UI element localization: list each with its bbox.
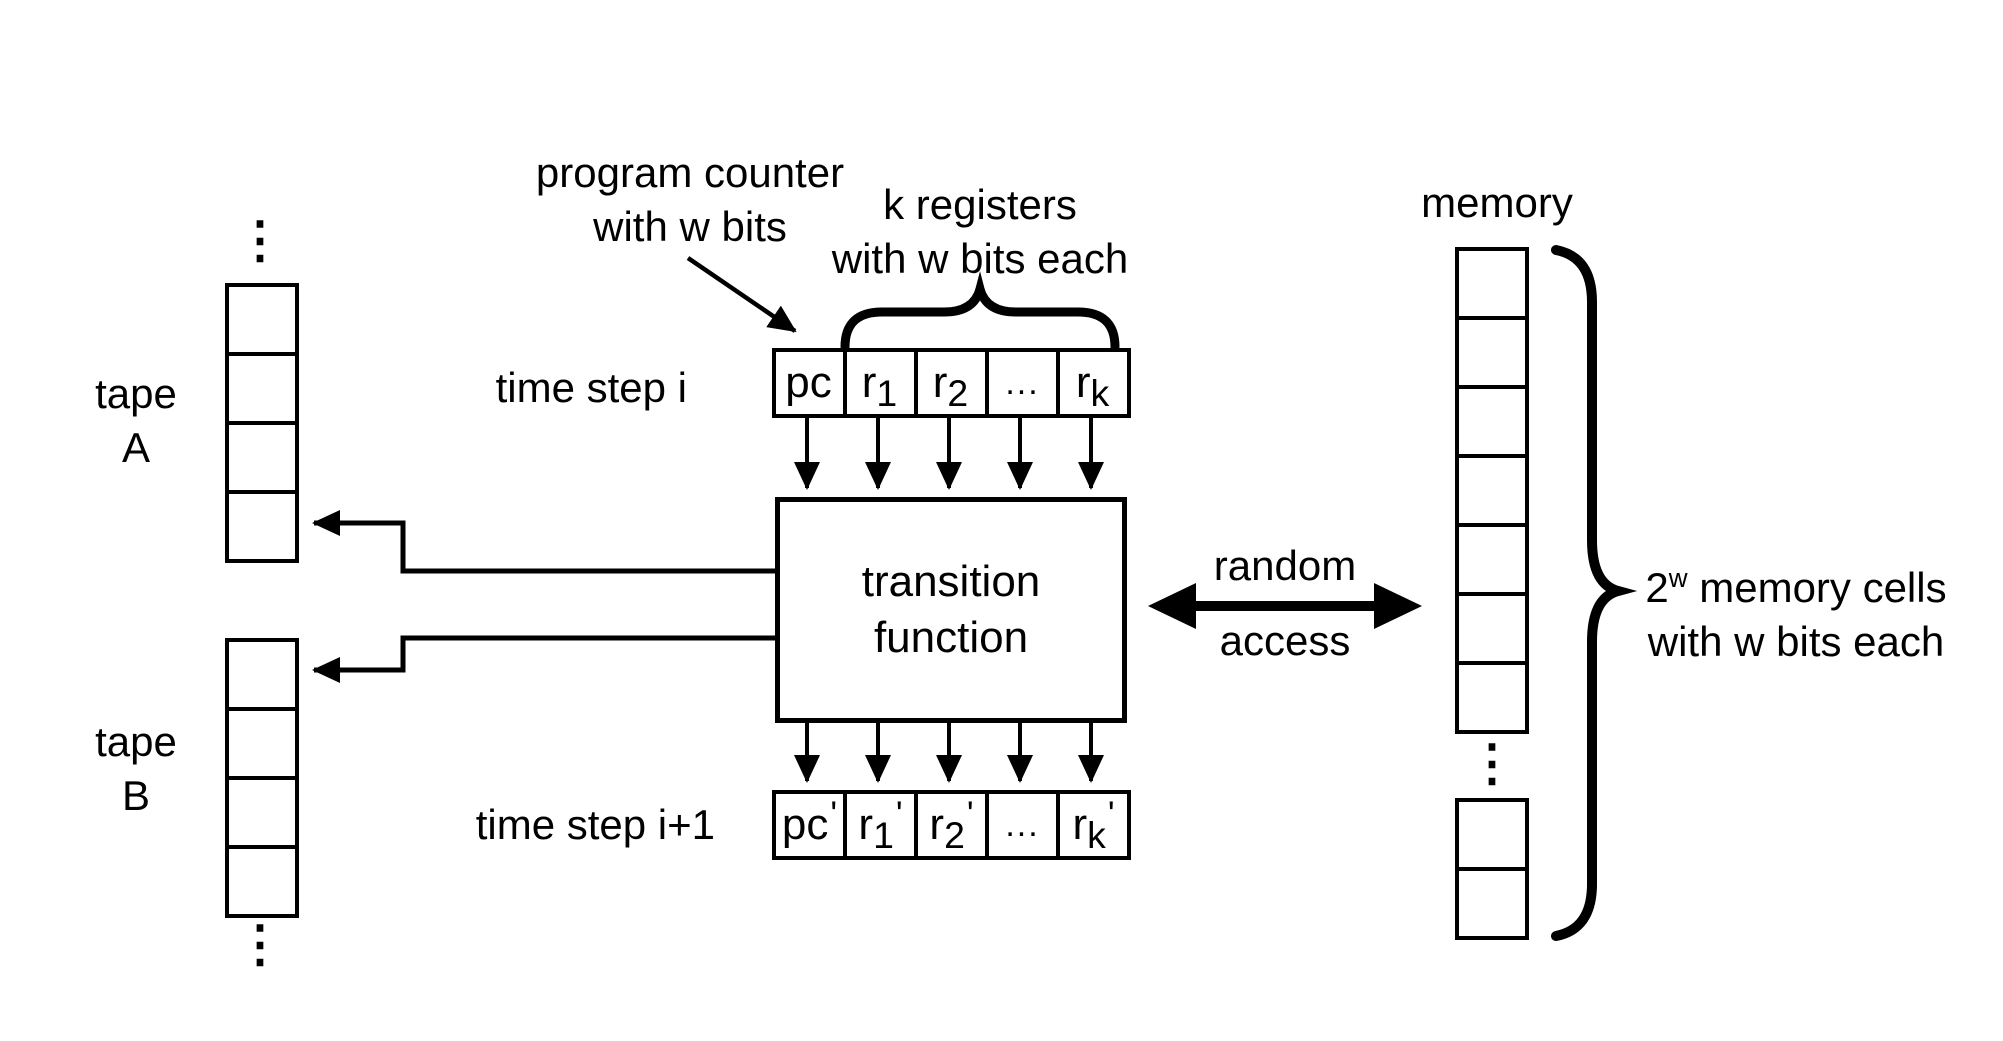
register-cell-pc-prime-text: pc xyxy=(781,800,829,849)
memory-brace-icon xyxy=(1551,245,1638,941)
memory-cells-count-line2: with w bits each xyxy=(1647,618,1945,665)
tape-a-ellipsis: ⋮ xyxy=(235,212,285,268)
memory-cell xyxy=(1455,523,1529,596)
register-cell-rk-prime-text: r xyxy=(1072,800,1088,849)
register-cell-r1-prime-sub: 1 xyxy=(873,813,894,856)
register-cell-pc-prime: pc' xyxy=(772,790,847,860)
memory-cell xyxy=(1455,661,1529,734)
register-cell-dots-bottom-text: ... xyxy=(1005,806,1040,844)
memory-cells-count-line1: 2w memory cells xyxy=(1645,561,1946,615)
tape-b-label-word: tape xyxy=(95,718,177,765)
tape-b-label-letter: B xyxy=(121,772,150,819)
arrow-transition-to-tape-a-icon xyxy=(312,510,775,574)
memory-cell xyxy=(1455,385,1529,458)
memory-cells-count-base: 2 xyxy=(1645,564,1669,611)
transition-function-label-line1: transition xyxy=(861,557,1041,606)
time-step-i-label: time step i xyxy=(495,364,687,411)
tape-a-label: tape A xyxy=(95,367,177,475)
tape-b-cell xyxy=(225,776,299,849)
memory-cell xyxy=(1455,867,1529,940)
program-counter-label-line1: program counter xyxy=(535,149,845,196)
memory-cells-count-rest: memory cells xyxy=(1687,564,1947,611)
tape-b-cell xyxy=(225,638,299,711)
memory-cells-count-exponent: w xyxy=(1668,563,1688,593)
tape-b-ellipsis: ⋮ xyxy=(235,916,285,972)
time-step-i-plus-1-label: time step i+1 xyxy=(475,801,715,848)
register-cell-r1-sub: 1 xyxy=(876,371,898,414)
register-cell-r2-prime-mark: ' xyxy=(966,794,974,834)
memory-cell xyxy=(1455,592,1529,665)
tape-a-cell xyxy=(225,490,299,563)
register-cell-r1-prime-text: r xyxy=(858,800,874,849)
tape-b-label: tape B xyxy=(95,715,177,823)
register-cell-r2-text: r xyxy=(932,358,948,407)
k-registers-brace-icon xyxy=(840,271,1120,352)
random-label: random xyxy=(1213,542,1357,589)
tape-a-label-letter: A xyxy=(121,424,150,471)
register-cell-dots-text: ... xyxy=(1005,364,1040,402)
register-cell-r2-prime-text: r xyxy=(929,800,945,849)
register-cell-pc-text: pc xyxy=(785,358,832,407)
random-access-double-arrow-icon xyxy=(1148,583,1422,629)
register-cell-rk-prime-mark: ' xyxy=(1107,794,1115,834)
register-cell-rk-text: r xyxy=(1075,358,1091,407)
memory-cell xyxy=(1455,247,1529,320)
register-cell-dots-bottom: ... xyxy=(985,790,1060,860)
register-cell-r1-text: r xyxy=(861,358,877,407)
transition-function-label-line2: function xyxy=(873,613,1029,662)
access-label: access xyxy=(1219,617,1351,664)
memory-ellipsis: ⋮ xyxy=(1467,735,1517,791)
tape-a-label-word: tape xyxy=(95,370,177,417)
tape-a-cell xyxy=(225,352,299,425)
memory-cells-count-label: 2w memory cells with w bits each xyxy=(1645,561,1946,669)
transition-function-box: transition function xyxy=(775,497,1127,723)
memory-label: memory xyxy=(1421,179,1573,226)
memory-cell xyxy=(1455,454,1529,527)
memory-cell xyxy=(1455,316,1529,389)
register-cell-r2-prime-sub: 2 xyxy=(944,813,965,856)
register-cell-dots: ... xyxy=(985,348,1060,418)
tape-a-cell xyxy=(225,421,299,494)
k-registers-label: k registers with w bits each xyxy=(832,178,1128,286)
program-counter-label-line2: with w bits xyxy=(593,203,787,250)
register-cell-rk-prime-sub: k xyxy=(1087,813,1106,856)
register-cell-r1-prime-mark: ' xyxy=(895,794,903,834)
register-cell-r2-sub: 2 xyxy=(947,371,969,414)
program-counter-label: program counter with w bits xyxy=(536,146,844,254)
register-cell-pc-prime-mark: ' xyxy=(830,794,838,834)
k-registers-label-line2: with w bits each xyxy=(831,235,1129,282)
tape-b-cell xyxy=(225,845,299,918)
program-counter-pointer-arrow-icon xyxy=(686,256,797,333)
arrow-transition-to-tape-b-icon xyxy=(312,635,775,683)
tape-b-cell xyxy=(225,707,299,780)
tape-a-cell xyxy=(225,283,299,356)
register-cell-pc: pc xyxy=(772,348,847,418)
register-cell-rk-sub: k xyxy=(1090,371,1110,414)
k-registers-label-line1: k registers xyxy=(883,181,1077,228)
memory-cell xyxy=(1455,798,1529,871)
